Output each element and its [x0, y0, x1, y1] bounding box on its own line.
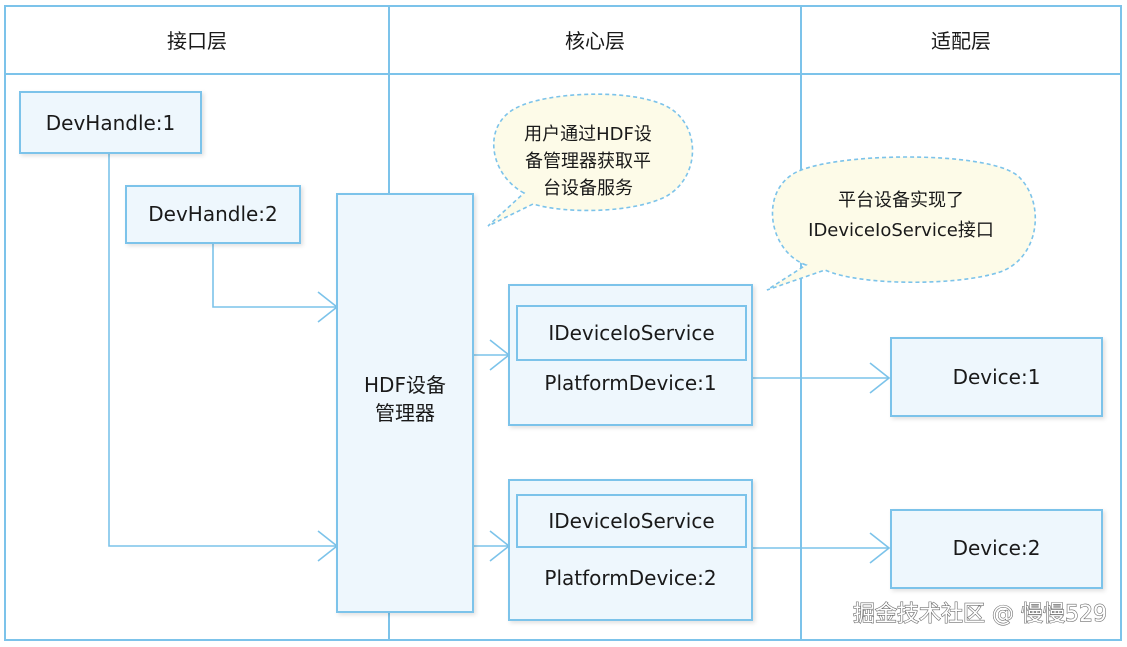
device-2-node: Device:2	[890, 509, 1103, 589]
platform-device-2-service-label: IDeviceIoService	[548, 509, 714, 533]
device-2-label: Device:2	[953, 536, 1041, 560]
device-1-node: Device:1	[890, 337, 1103, 417]
hdf-manager-node: HDF设备 管理器	[336, 193, 474, 613]
arrowhead-icon	[869, 532, 891, 564]
devhandle-1-node: DevHandle:1	[19, 91, 202, 154]
callout-platform-impl-bubble	[766, 156, 1037, 291]
callout-platform-impl-line2: IDeviceIoService接口	[808, 220, 994, 241]
connector-devhandle1-to-manager	[108, 153, 337, 547]
hdf-manager-label-line2: 管理器	[375, 401, 435, 425]
devhandle-1-label: DevHandle:1	[46, 111, 176, 135]
callout-user-access: 用户通过HDF设 备管理器获取平 台设备服务	[487, 93, 694, 227]
device-1-label: Device:1	[953, 365, 1041, 389]
hdf-manager-label-line1: HDF设备	[364, 373, 446, 397]
callout-user-access-bubble	[487, 93, 694, 227]
devhandle-2-node: DevHandle:2	[125, 185, 301, 244]
lane-header-interface: 接口层	[167, 29, 227, 53]
devhandle-1-box	[19, 91, 202, 154]
lane-header-adapter: 适配层	[931, 29, 991, 53]
platform-device-2-node: IDeviceIoService PlatformDevice:2	[508, 479, 753, 621]
callout-platform-impl: 平台设备实现了 IDeviceIoService接口	[766, 156, 1037, 291]
platform-device-1-service-box	[516, 305, 747, 361]
callout-user-access-line3: 台设备服务	[543, 178, 633, 199]
platform-device-1-label: PlatformDevice:1	[544, 371, 716, 395]
arrowhead-icon	[869, 362, 891, 394]
connector-devhandle2-to-manager	[212, 243, 337, 308]
platform-device-1-node: IDeviceIoService PlatformDevice:1	[508, 284, 753, 426]
devhandle-2-label: DevHandle:2	[148, 202, 278, 226]
device-2-box	[890, 509, 1103, 589]
connectors	[108, 153, 889, 549]
lane-header-core: 核心层	[565, 29, 625, 53]
hdf-manager-box	[336, 193, 474, 613]
watermark-text: 掘金技术社区 @ 慢慢529	[853, 602, 1107, 627]
callout-user-access-line2: 备管理器获取平	[525, 151, 651, 172]
platform-device-2-label: PlatformDevice:2	[544, 566, 716, 590]
platform-device-1-service-label: IDeviceIoService	[548, 321, 714, 345]
device-1-box	[890, 337, 1103, 417]
devhandle-2-box	[125, 185, 301, 244]
callout-platform-impl-line1: 平台设备实现了	[838, 190, 964, 211]
callout-user-access-line1: 用户通过HDF设	[524, 124, 652, 145]
platform-device-2-service-box	[516, 494, 747, 548]
